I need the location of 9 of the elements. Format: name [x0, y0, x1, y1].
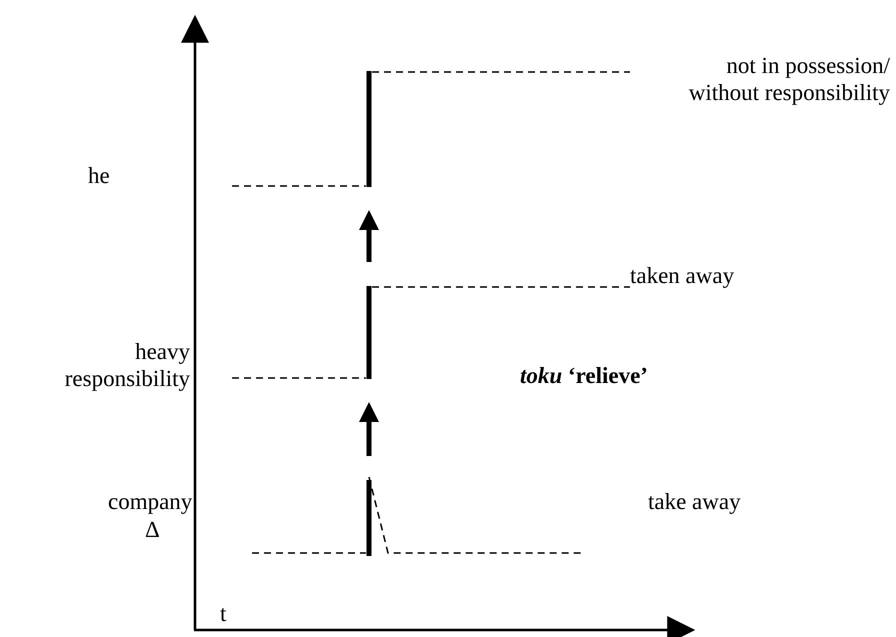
action-label: take away [648, 488, 742, 515]
symbol-label: Δ [145, 516, 161, 543]
state-label: taken away [630, 262, 736, 289]
participant-label: company [108, 488, 194, 515]
participant-label: heavy responsibility [64, 338, 190, 392]
state-label: not in possession/ without responsibility [688, 52, 890, 106]
verb-label: toku ‘relieve’ [520, 362, 649, 389]
axis-label: t [220, 600, 228, 627]
participant-label: he [88, 162, 111, 189]
